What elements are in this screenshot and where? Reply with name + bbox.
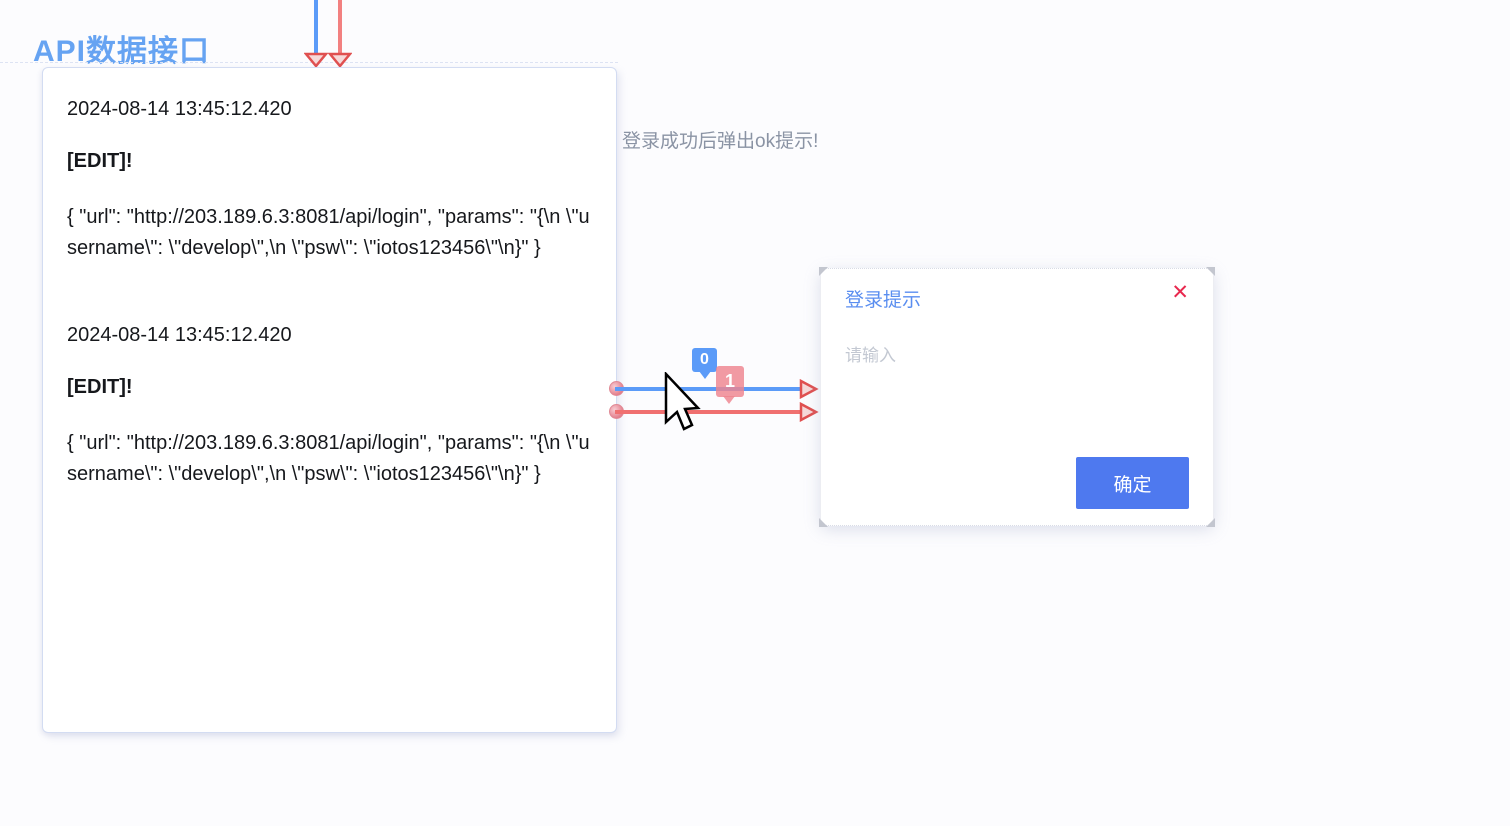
log-timestamp: 2024-08-14 13:45:12.420 — [67, 324, 292, 346]
confirm-button[interactable]: 确定 — [1076, 457, 1189, 509]
arrow-right-icon — [799, 402, 819, 422]
arrow-down-icon — [328, 52, 352, 68]
flow-index-badge-0: 0 — [692, 348, 717, 379]
log-entry: 2024-08-14 13:45:12.420 [EDIT]! { "url":… — [67, 324, 590, 490]
close-icon[interactable]: ✕ — [1171, 281, 1189, 304]
corner-mark — [1206, 518, 1215, 527]
corner-mark — [1206, 267, 1215, 276]
header-divider — [0, 62, 618, 63]
flow-line-red-horizontal — [615, 410, 802, 414]
api-log-panel: 2024-08-14 13:45:12.420 [EDIT]! { "url":… — [42, 67, 617, 733]
log-timestamp: 2024-08-14 13:45:12.420 — [67, 98, 292, 120]
arrow-down-icon — [304, 52, 328, 68]
flow-note: 登录成功后弹出ok提示! — [622, 131, 819, 152]
log-payload: { "url": "http://203.189.6.3:8081/api/lo… — [67, 206, 590, 259]
log-entry: 2024-08-14 13:45:12.420 [EDIT]! { "url":… — [67, 98, 590, 264]
arrow-right-icon — [799, 379, 819, 399]
login-prompt-dialog: 登录提示 ✕ 请输入 确定 — [819, 267, 1215, 527]
dialog-title: 登录提示 — [845, 290, 922, 311]
message-input[interactable]: 请输入 — [845, 346, 896, 365]
flow-index-badge-1: 1 — [716, 366, 744, 404]
flow-line-red-vertical — [338, 0, 342, 53]
page-title: API数据接口 — [33, 35, 211, 68]
flow-line-blue-horizontal — [615, 387, 802, 391]
corner-mark — [819, 267, 828, 276]
flow-line-blue-vertical — [314, 0, 318, 53]
log-edit-flag: [EDIT]! — [67, 150, 133, 172]
mouse-cursor-icon — [664, 372, 701, 431]
log-edit-flag: [EDIT]! — [67, 376, 133, 398]
corner-mark — [819, 518, 828, 527]
log-payload: { "url": "http://203.189.6.3:8081/api/lo… — [67, 432, 590, 485]
